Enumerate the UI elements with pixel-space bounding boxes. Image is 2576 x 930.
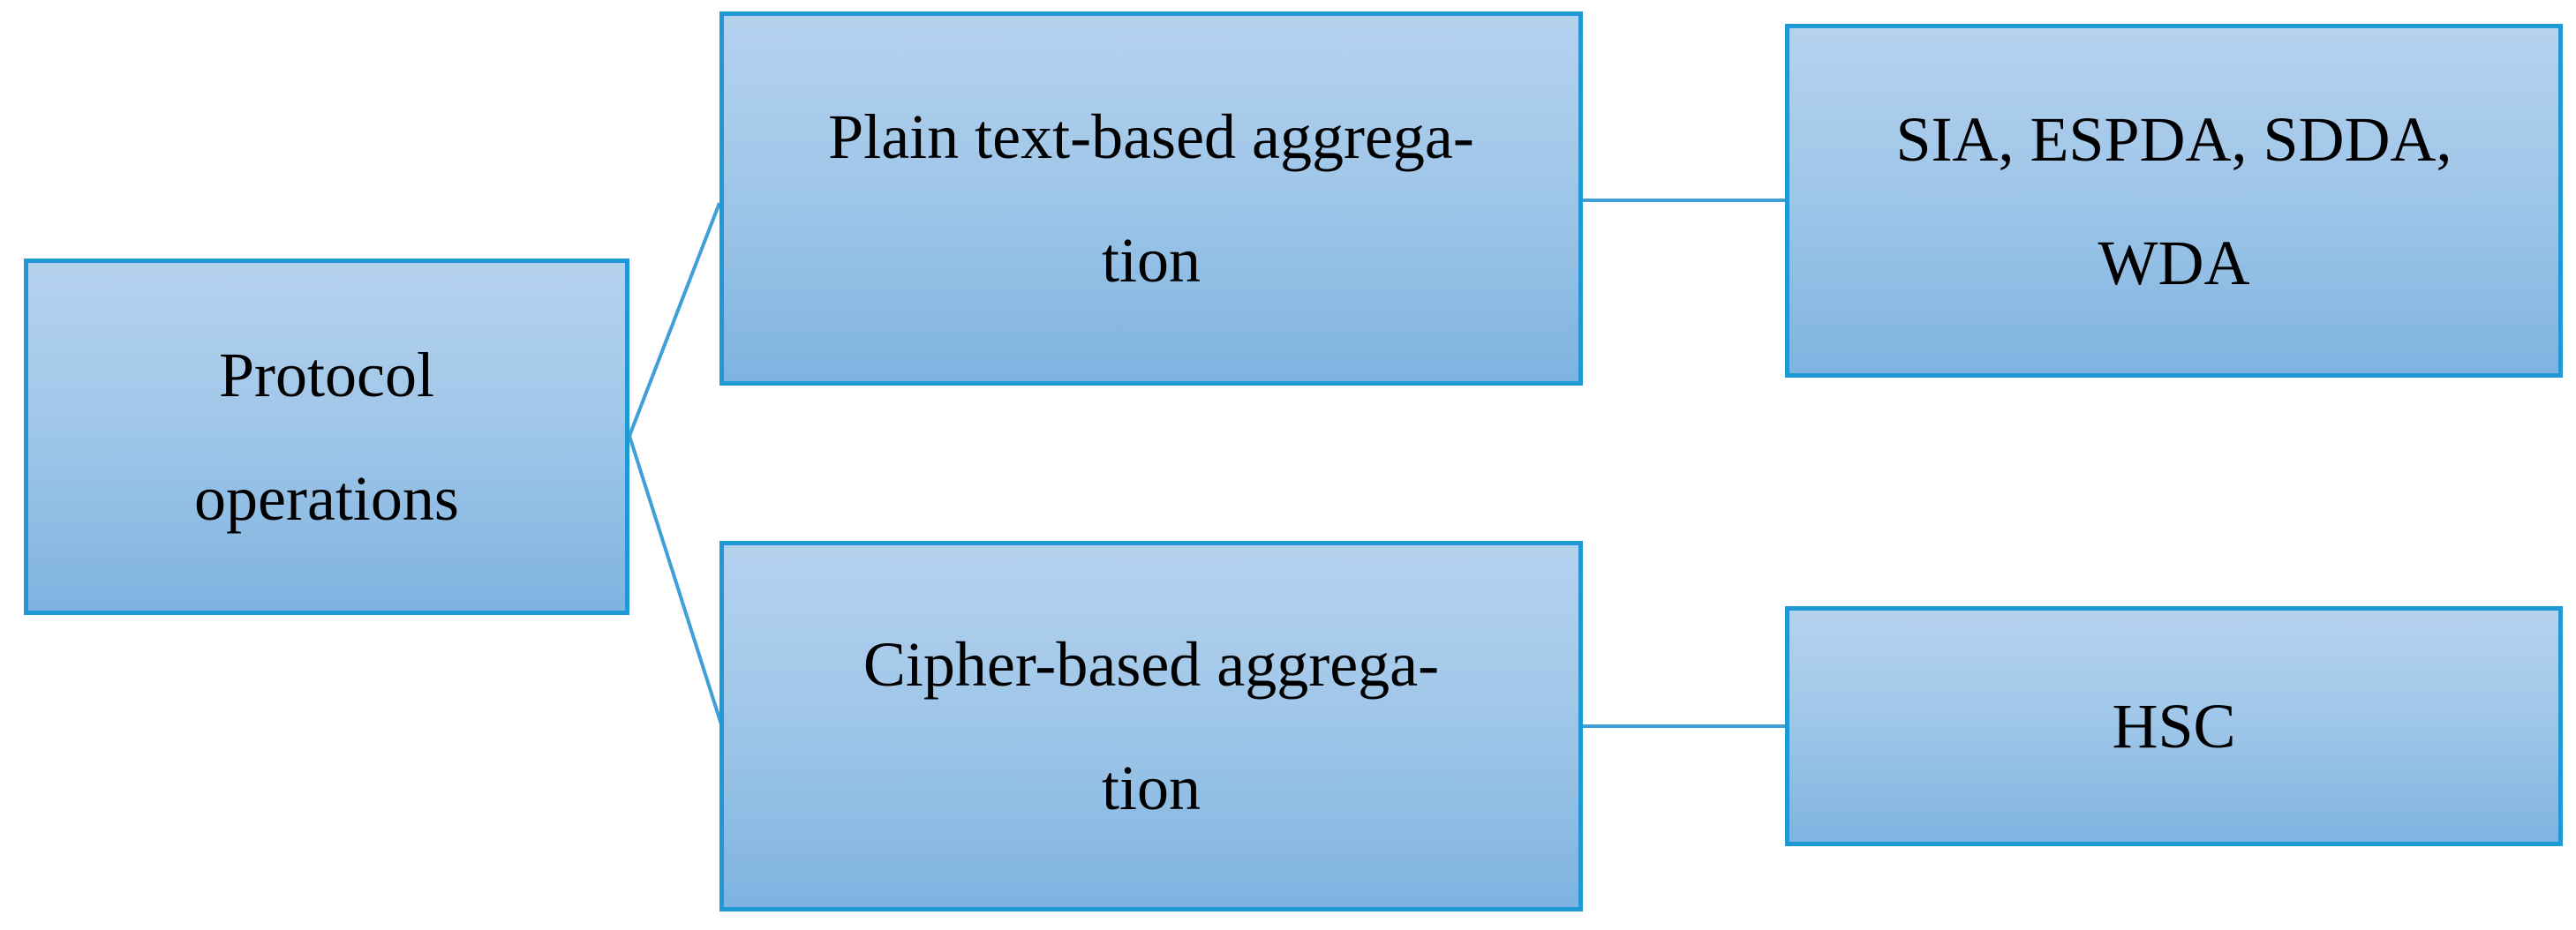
- node-cipher-protocols: HSC: [1785, 606, 2563, 846]
- node-label-line: Protocol: [219, 340, 434, 410]
- node-plain-text-protocols: SIA, ESPDA, SDDA, WDA: [1785, 24, 2563, 378]
- node-label-line: Cipher-based aggrega-: [862, 629, 1440, 700]
- node-label-line: SIA, ESPDA, SDDA,: [1895, 103, 2452, 175]
- node-label-line: tion: [1101, 225, 1201, 296]
- node-label-line: WDA: [2098, 227, 2250, 298]
- connector-root-to-cipher-aggregation: [628, 435, 724, 728]
- node-label-line: tion: [1101, 753, 1201, 823]
- node-label-line: Plain text-based aggrega-: [828, 101, 1474, 172]
- node-cipher-based-aggregation: Cipher-based aggrega- tion: [719, 541, 1583, 911]
- connector-root-to-plain-aggregation: [628, 202, 721, 437]
- node-plain-text-based-aggregation: Plain text-based aggrega- tion: [719, 11, 1583, 386]
- node-label-line: HSC: [2112, 691, 2236, 761]
- node-protocol-operations: Protocol operations: [24, 259, 629, 615]
- node-label-line: operations: [194, 463, 459, 534]
